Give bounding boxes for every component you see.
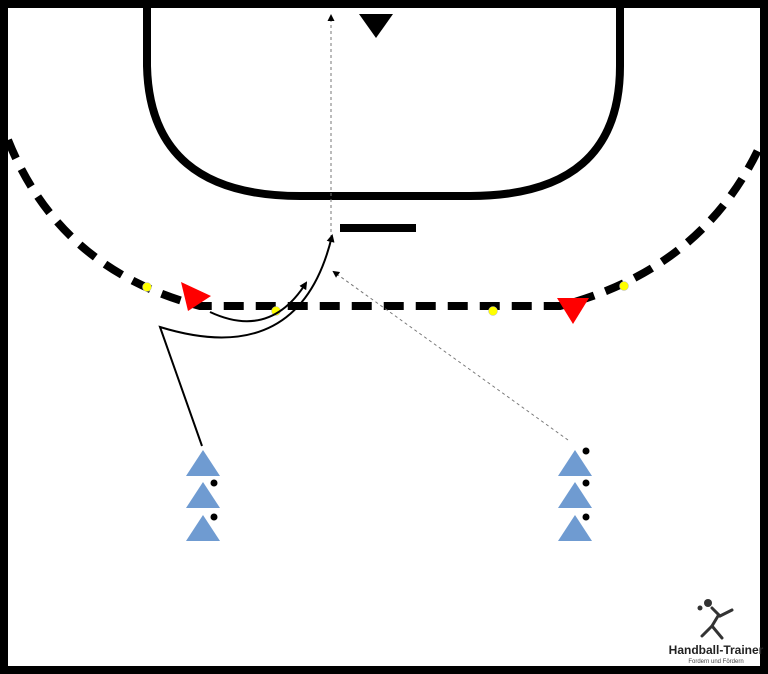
run-path-line: [158, 234, 335, 447]
logo-tagline: Fordern und Fördern: [688, 659, 743, 665]
ball-dot: [582, 513, 590, 521]
attacker-queue-left: [186, 450, 220, 541]
goalkeeper-icon: [359, 14, 393, 38]
attacker-icon: [186, 450, 220, 476]
attacker-icon: [186, 515, 220, 541]
seven-meter-mark: [340, 224, 416, 232]
court-surface: [8, 8, 760, 666]
defender-left-icon: [181, 282, 211, 311]
cone-dot: [142, 282, 152, 292]
ball-dot: [582, 447, 590, 455]
handball-player-icon: [697, 599, 734, 640]
goal-area-line: [143, 8, 624, 200]
ball-dot: [582, 479, 590, 487]
ball-dot: [210, 479, 218, 487]
defender-right-icon: [557, 298, 589, 324]
cone-dot: [488, 306, 498, 316]
cone-dot: [619, 281, 629, 291]
ball-dot: [210, 513, 218, 521]
free-throw-line: [4, 138, 762, 310]
attacker-icon: [558, 450, 592, 476]
attacker-icon: [558, 515, 592, 541]
attacker-queue-right: [558, 447, 592, 541]
pass-path-line: [332, 270, 569, 441]
logo-title: Handball-Trainer: [669, 643, 764, 657]
handball-trainer-logo: Handball-Trainer Fordern und Fördern: [669, 599, 764, 665]
attacker-icon: [186, 482, 220, 508]
run-path-line: [209, 281, 308, 323]
attacker-icon: [558, 482, 592, 508]
